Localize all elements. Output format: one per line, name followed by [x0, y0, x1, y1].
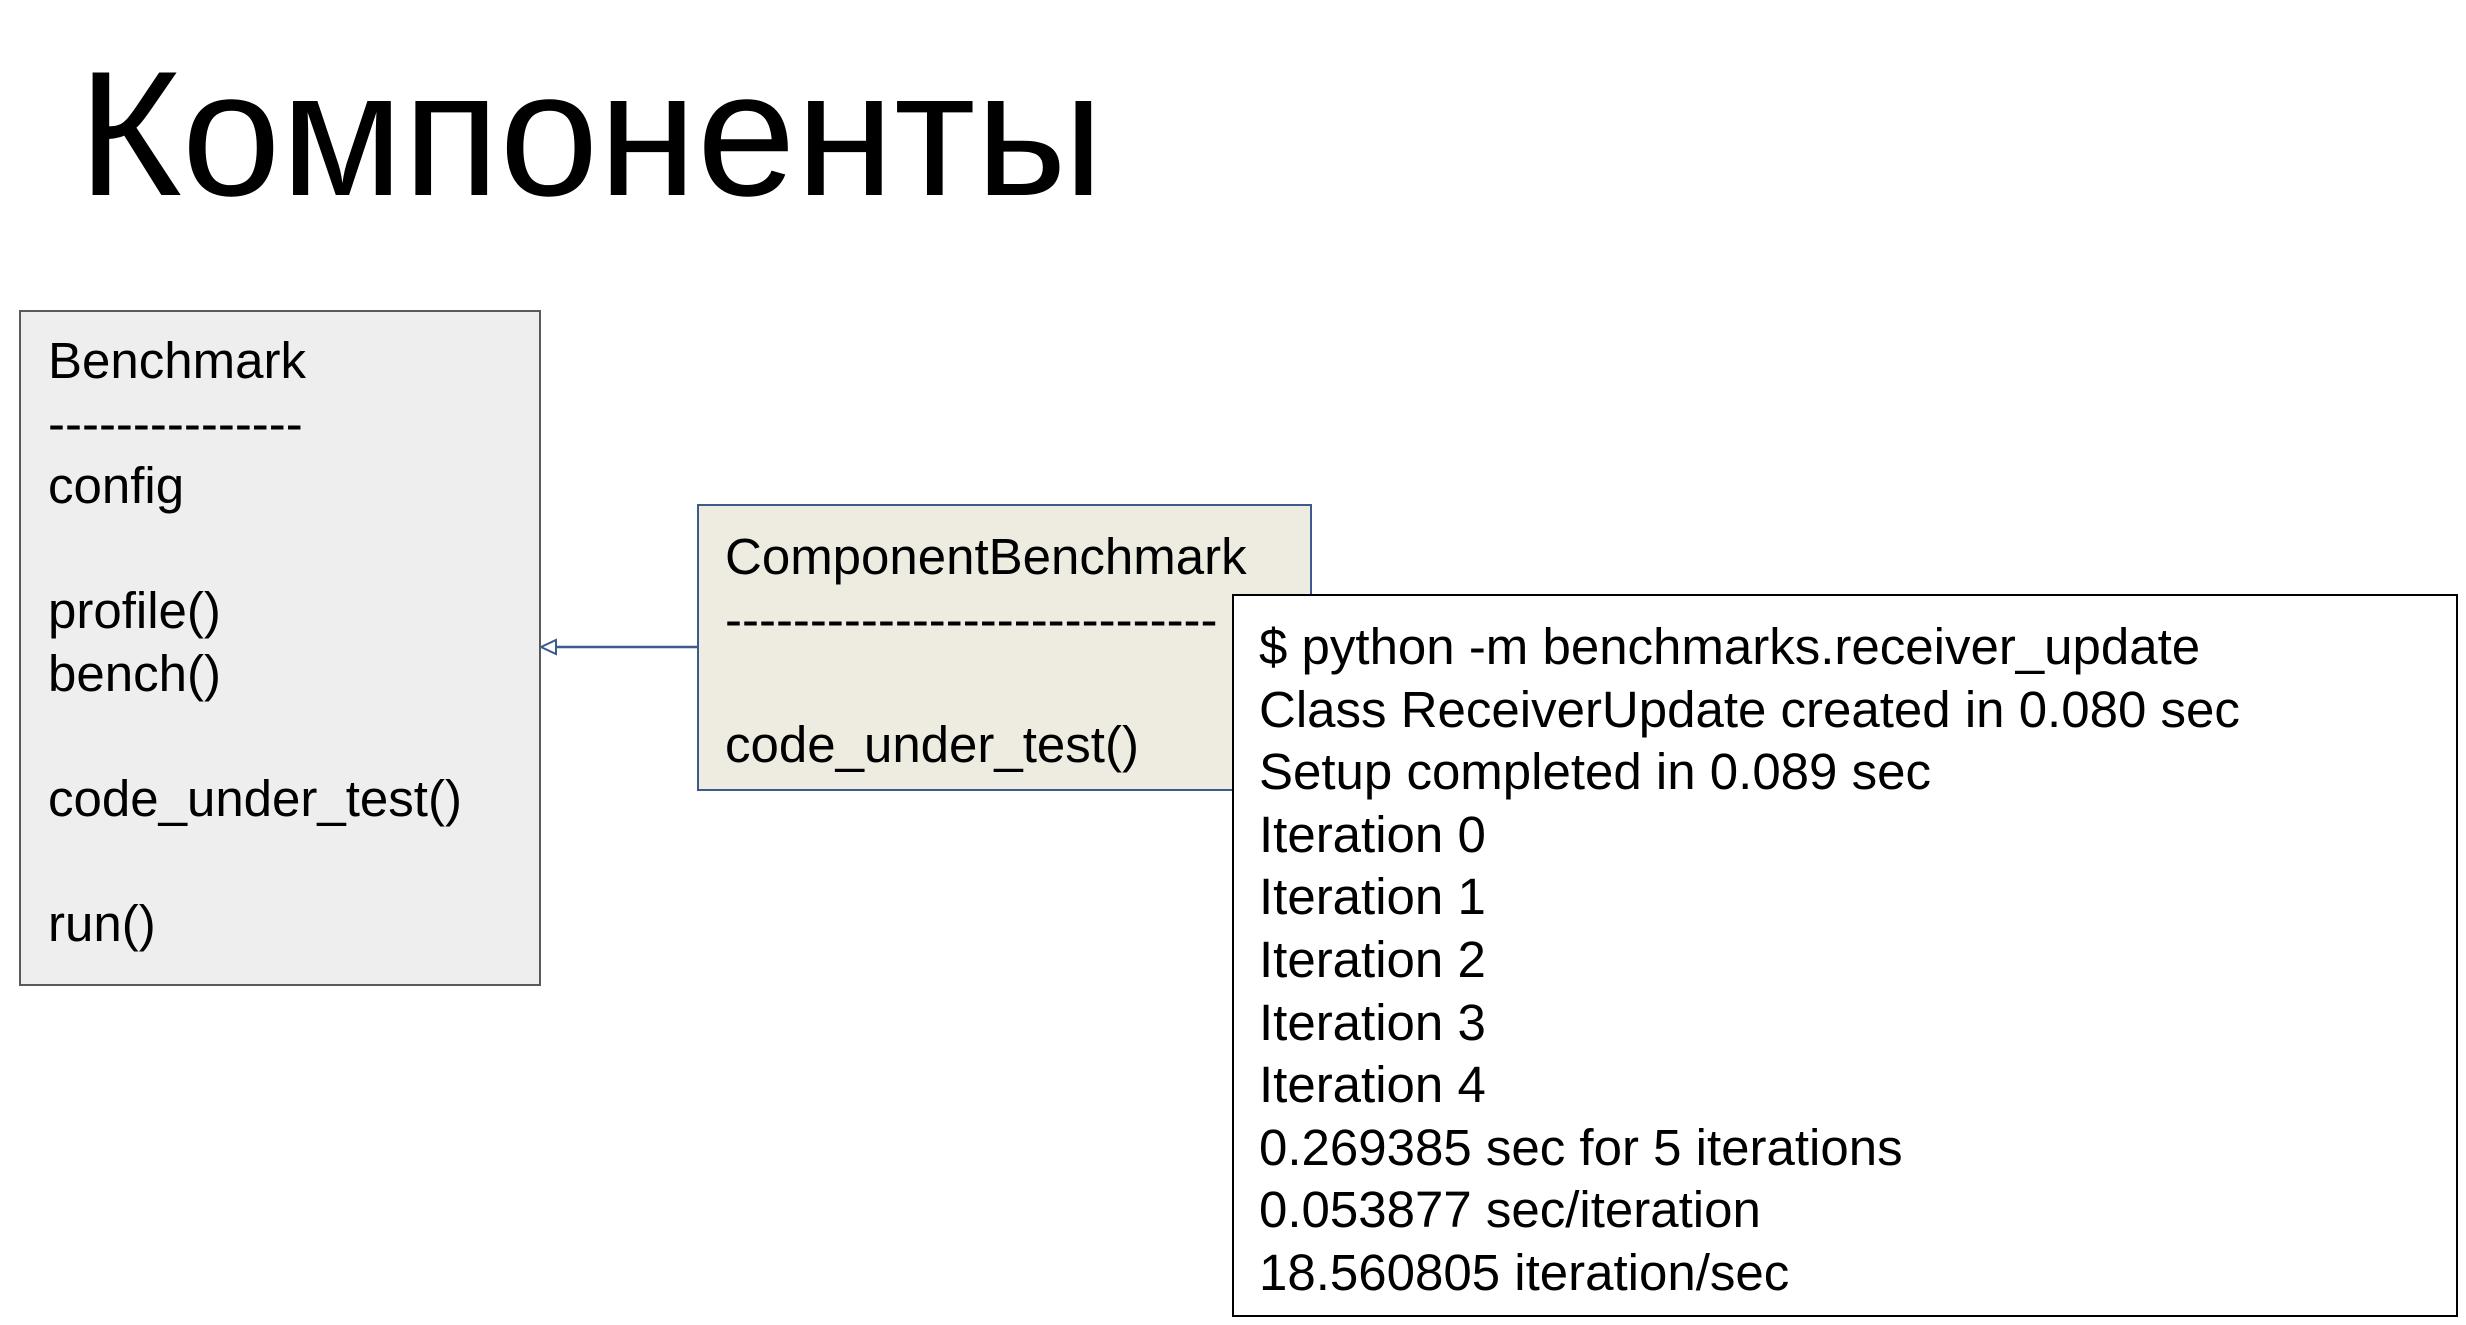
- benchmark-class-line: bench(): [48, 644, 221, 702]
- benchmark-class-lines: Benchmark---------------config profile()b…: [48, 330, 462, 956]
- console-output-line: $ python -m benchmarks.receiver_update: [1259, 618, 2201, 675]
- benchmark-class-line: ---------------: [48, 394, 303, 452]
- component-benchmark-line: -----------------------------: [725, 590, 1218, 648]
- benchmark-class-line: code_under_test(): [48, 770, 462, 828]
- console-output-line: Iteration 4: [1259, 1056, 1486, 1114]
- benchmark-class-line: run(): [48, 895, 156, 953]
- console-output-line: Setup completed in 0.089 sec: [1259, 743, 1931, 801]
- page-title: Компоненты: [78, 34, 1104, 233]
- console-output-line: Iteration 1: [1259, 868, 1486, 926]
- console-output-line: 18.560805 iteration/sec: [1259, 1243, 1790, 1301]
- benchmark-class-line: [48, 831, 462, 894]
- benchmark-class-line: [48, 518, 462, 581]
- benchmark-class-line: Benchmark: [48, 332, 306, 389]
- component-benchmark-lines: ComponentBenchmark----------------------…: [725, 526, 1247, 776]
- console-output-line: 0.053877 sec/iteration: [1259, 1181, 1761, 1239]
- console-output-line: Iteration 2: [1259, 930, 1486, 988]
- console-output-line: Iteration 0: [1259, 805, 1486, 863]
- benchmark-class-line: profile(): [48, 582, 221, 640]
- benchmark-class-line: config: [48, 457, 185, 515]
- arrow-head: [538, 638, 557, 656]
- benchmark-class-box: Benchmark---------------config profile()b…: [19, 310, 541, 986]
- component-benchmark-line: code_under_test(): [725, 715, 1139, 773]
- console-output-line: Iteration 3: [1259, 993, 1486, 1051]
- console-output-line: Class ReceiverUpdate created in 0.080 se…: [1259, 680, 2240, 738]
- component-benchmark-line: ComponentBenchmark: [725, 528, 1247, 585]
- console-output-line: 0.269385 sec for 5 iterations: [1259, 1118, 1903, 1176]
- component-benchmark-line: [725, 651, 1247, 714]
- component-benchmark-class-box: ComponentBenchmark----------------------…: [697, 504, 1312, 791]
- benchmark-class-line: [48, 706, 462, 769]
